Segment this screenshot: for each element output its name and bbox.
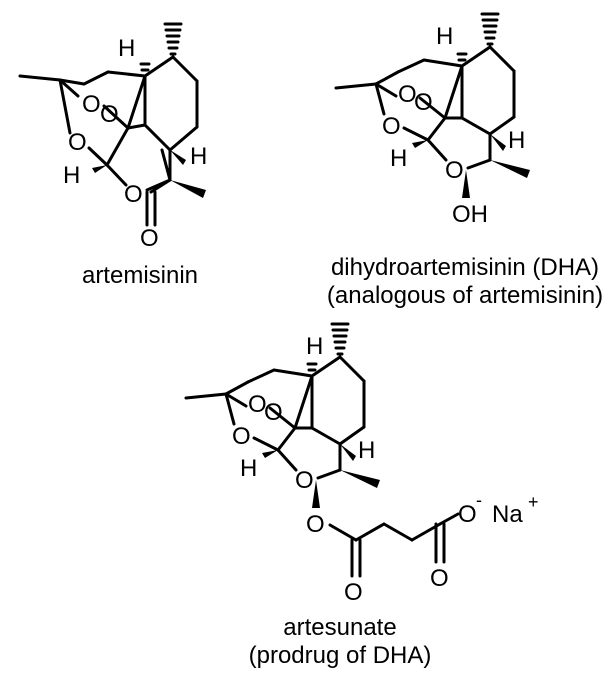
caption-dha: dihydroartemisinin (DHA) (analogous of a… — [325, 254, 605, 310]
hydrogen-label: H — [190, 143, 207, 170]
negative-charge-label: - — [476, 490, 482, 510]
oxygen-label: O — [382, 113, 401, 140]
artemisinin-atom-labels: H O O O H O H O — [63, 35, 207, 252]
oxygen-label: O — [100, 101, 119, 128]
artesunate-atom-labels: H O O O H O H O O O O - Na + — [232, 333, 539, 606]
oxygen-label: O — [445, 157, 464, 184]
methyl-hashed-bond — [163, 22, 183, 56]
caption-line: artemisinin — [81, 262, 199, 289]
oxygen-label: O — [124, 181, 143, 208]
oxygen-label: O — [232, 423, 251, 450]
caption-line: (prodrug of DHA) — [248, 642, 432, 669]
oxygen-label: O — [264, 399, 283, 426]
artesunate-bonds — [184, 322, 460, 578]
oxygen-label: O — [82, 91, 101, 118]
ester-oxygen-label: O — [306, 511, 325, 538]
oxygen-label: O — [248, 391, 267, 418]
hydrogen-label: H — [306, 333, 323, 360]
oxygen-label: O — [140, 225, 159, 252]
artemisinin-bonds — [18, 22, 206, 227]
caption-artemisinin: artemisinin — [40, 262, 240, 290]
caption-line: artesunate — [283, 614, 397, 641]
oxygen-label: O — [68, 129, 87, 156]
oxygen-label: O — [295, 467, 314, 494]
carbonyl-oxygen-label: O — [344, 579, 363, 606]
hydrogen-label: H — [63, 162, 80, 189]
hydrogen-label: H — [358, 437, 375, 464]
hydrogen-label: H — [436, 23, 453, 50]
positive-charge-label: + — [528, 492, 539, 512]
dha-bonds — [334, 12, 530, 198]
caption-artesunate: artesunate (prodrug of DHA) — [230, 614, 450, 670]
carboxylate-oxygen-label: O — [458, 501, 477, 528]
oxygen-label: O — [398, 81, 417, 108]
hydrogen-label: H — [390, 145, 407, 172]
oxygen-label: O — [414, 89, 433, 116]
carbonyl-oxygen-label: O — [430, 565, 449, 592]
caption-line: dihydroartemisinin (DHA) — [330, 254, 600, 281]
dha-atom-labels: H O O O H O H OH — [382, 23, 525, 228]
hydrogen-label: H — [240, 455, 257, 482]
sodium-label: Na — [492, 501, 523, 528]
caption-line: (analogous of artemisinin) — [326, 282, 604, 309]
hydroxyl-label: OH — [452, 201, 488, 228]
hydrogen-label: H — [508, 127, 525, 154]
hydrogen-label: H — [118, 35, 135, 62]
